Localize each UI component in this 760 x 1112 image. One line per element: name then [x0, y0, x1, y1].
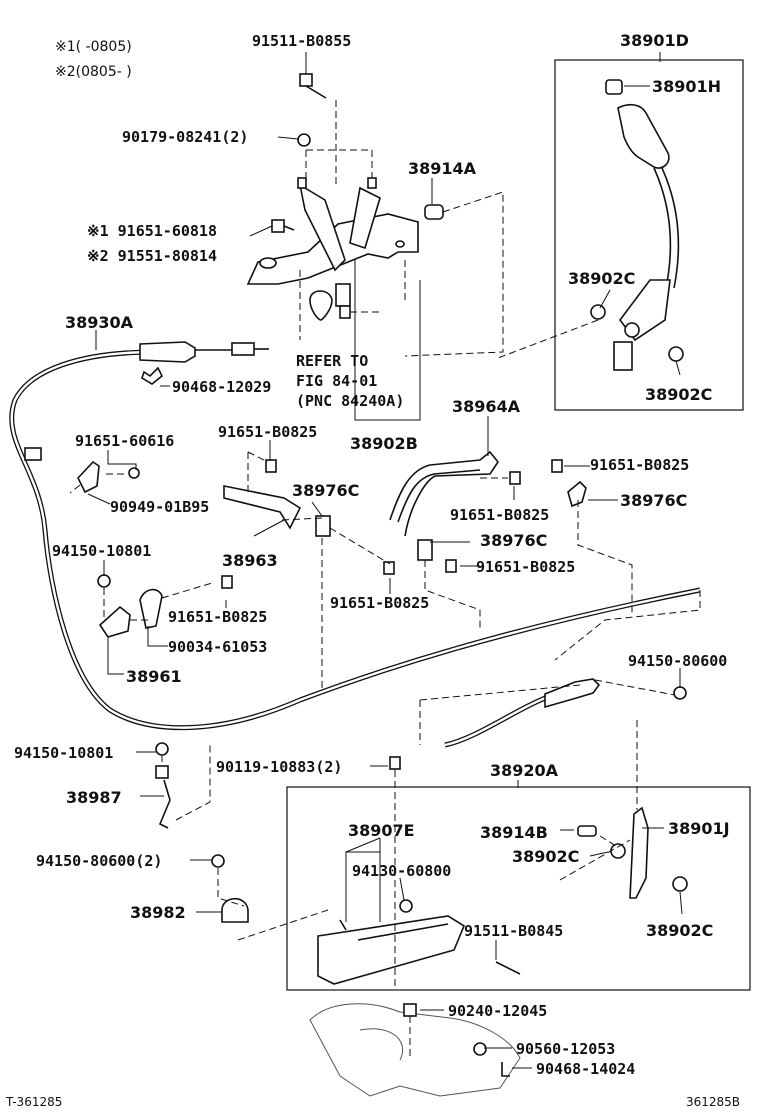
- label-91651-B0825-d: 91651-B0825: [476, 558, 575, 576]
- label-90240-12045: 90240-12045: [448, 1002, 547, 1020]
- label-90468-12029: 90468-12029: [172, 378, 271, 396]
- bracket-38961: [97, 574, 233, 638]
- label-94150-80600-b: 94150-80600(2): [36, 852, 162, 870]
- label-38930A: 38930A: [65, 313, 134, 332]
- collar-38914A: [424, 204, 444, 220]
- clip-38976C-c: [551, 459, 587, 508]
- label-94150-10801-b: 94150-10801: [14, 744, 113, 762]
- label-91651-B0825-a: 91651-B0825: [218, 423, 317, 441]
- label-38976C-c: 38976C: [480, 531, 547, 550]
- lower-cable: [444, 678, 601, 748]
- label-90034-61053: 90034-61053: [168, 638, 267, 656]
- label-38982: 38982: [130, 903, 186, 922]
- pedal-38907E: [317, 899, 465, 985]
- label-38902C-d: 38902C: [646, 921, 713, 940]
- leader-lines: [87, 52, 683, 1069]
- label-38920A: 38920A: [490, 761, 559, 780]
- label-38914B: 38914B: [480, 823, 548, 842]
- label-94130-60800: 94130-60800: [352, 862, 451, 880]
- nut-90179-08241: [297, 133, 377, 189]
- label-90560-12053: 90560-12053: [516, 1040, 615, 1058]
- label-38902C-a: 38902C: [568, 269, 635, 288]
- rod-38987: [155, 742, 171, 829]
- label-91651-B0825-b: 91651-B0825: [590, 456, 689, 474]
- bolt-91511-B0855: [299, 73, 327, 99]
- label-38907E: 38907E: [348, 821, 415, 840]
- footer: T-361285 361285B: [5, 1095, 740, 1109]
- label-38901H: 38901H: [652, 77, 721, 96]
- label-91511-B0845: 91511-B0845: [464, 922, 563, 940]
- clip-38976C-a: [315, 515, 331, 537]
- clamp-90949-01B95: [77, 460, 140, 494]
- note-2: ※2(0805- ): [55, 64, 132, 80]
- label-38963: 38963: [222, 551, 278, 570]
- bracket-38963: [223, 459, 302, 530]
- label-90468-14024: 90468-14024: [536, 1060, 635, 1078]
- label-38976C-b: 38976C: [620, 491, 687, 510]
- main-cable: [9, 341, 701, 731]
- label-91651-60818: ※1 91651-60818: [87, 222, 217, 240]
- label-refer-1: REFER TO: [296, 352, 368, 370]
- label-94150-80600-a: 94150-80600: [628, 652, 727, 670]
- label-38961: 38961: [126, 667, 182, 686]
- note-1: ※1( -0805): [55, 39, 132, 55]
- label-91511-B0855: 91511-B0855: [252, 32, 351, 50]
- label-91651-B0825-c: 91651-B0825: [450, 506, 549, 524]
- clip-90468-12029: [141, 366, 164, 385]
- label-90949-01B95: 90949-01B95: [110, 498, 209, 516]
- label-38901D: 38901D: [620, 31, 689, 50]
- bolt-91651-B0825-mid: [383, 561, 395, 575]
- label-90179-08241: 90179-08241(2): [122, 128, 248, 146]
- footer-right: 361285B: [686, 1095, 740, 1109]
- notes: ※1( -0805) ※2(0805- ): [55, 39, 132, 80]
- label-38964A: 38964A: [452, 397, 521, 416]
- bracket-38902B: [246, 183, 419, 321]
- label-38901J: 38901J: [668, 819, 730, 838]
- label-90119-10883: 90119-10883(2): [216, 758, 342, 776]
- label-38976C-a: 38976C: [292, 481, 359, 500]
- lever-38901J: [389, 686, 688, 899]
- label-38902B: 38902B: [350, 434, 418, 453]
- bracket-38964A: [389, 450, 521, 537]
- bolt-91511-B0845: [495, 961, 521, 975]
- vehicle-body-outline: [309, 1003, 521, 1097]
- label-91551-80814: ※2 91551-80814: [87, 247, 217, 265]
- part-labels: 91511-B0855 38901D 38901H 90179-08241(2)…: [14, 31, 730, 1078]
- label-91651-60616: 91651-60616: [75, 432, 174, 450]
- lever-38901D: [590, 79, 684, 371]
- clip-38976C-b: [417, 539, 457, 573]
- label-38987: 38987: [66, 788, 122, 807]
- label-91651-B0825-e: 91651-B0825: [168, 608, 267, 626]
- label-refer-3: (PNC 84240A): [296, 392, 404, 410]
- footer-left: T-361285: [5, 1095, 62, 1109]
- detail-box-38901D: [554, 59, 744, 411]
- label-91651-B0825-f: 91651-B0825: [330, 594, 429, 612]
- bolt-91651-60818: [271, 219, 295, 233]
- guide-lines: [69, 100, 701, 1056]
- label-refer-2: FIG 84-01: [296, 372, 377, 390]
- label-38914A: 38914A: [408, 159, 477, 178]
- clamp-38982: [211, 854, 249, 923]
- label-38902C-b: 38902C: [645, 385, 712, 404]
- label-38902C-c: 38902C: [512, 847, 579, 866]
- label-94150-10801-a: 94150-10801: [52, 542, 151, 560]
